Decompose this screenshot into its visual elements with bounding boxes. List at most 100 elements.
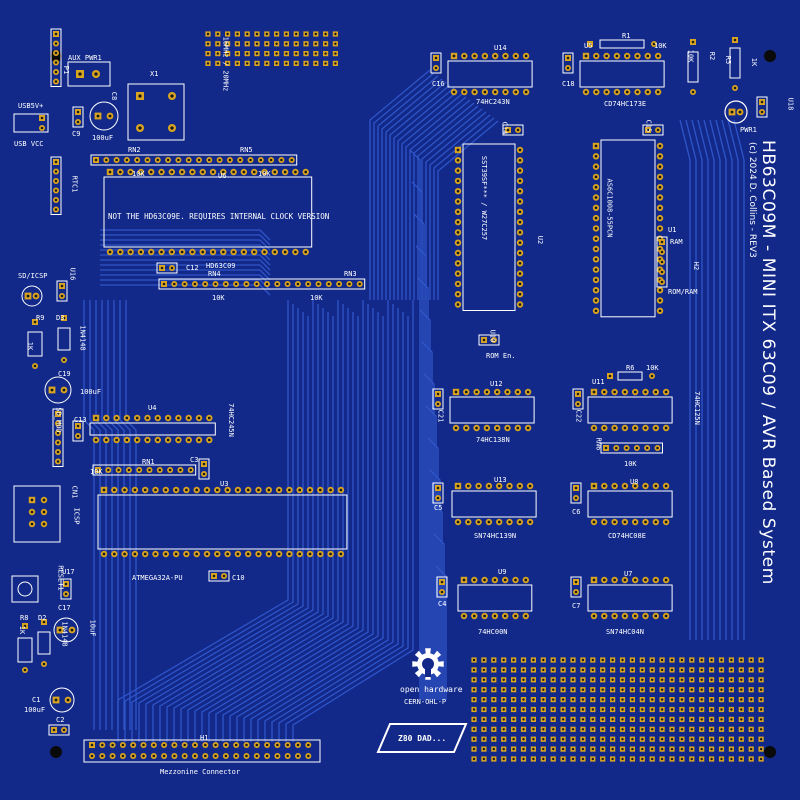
proto-pad-bottom-hole <box>522 718 525 721</box>
proto-pad-bottom-hole <box>631 658 634 662</box>
open-hardware-gear-notch <box>425 667 431 677</box>
c1-outline <box>49 687 75 713</box>
proto-pad-bottom-hole <box>542 757 545 761</box>
proto-pad-bottom-hole <box>601 718 604 721</box>
mid-trace <box>100 234 271 246</box>
label-r8-val: 1K <box>18 625 27 635</box>
pad-hole <box>524 54 528 58</box>
pad-hole <box>191 170 194 174</box>
proto-pad-bottom-hole <box>492 718 495 721</box>
pad-hole <box>691 40 695 44</box>
proto-pad-bottom-hole <box>740 718 743 721</box>
pad-hole <box>60 284 64 288</box>
proto-pad-bottom-hole <box>700 678 703 681</box>
pad-hole <box>615 54 619 58</box>
label-sd-mod: SD_MOD <box>54 407 63 433</box>
pad-hole <box>246 552 250 556</box>
pad-hole <box>483 578 486 582</box>
icsp-box <box>13 485 61 543</box>
proto-pad-bottom-hole <box>601 747 604 751</box>
proto-pad-bottom-hole <box>720 658 723 662</box>
pad-hole <box>104 438 108 442</box>
pad-hole <box>466 520 470 524</box>
pad-hole <box>456 200 460 203</box>
pad-hole <box>462 578 466 582</box>
bus-trace <box>236 308 374 742</box>
pad-hole <box>518 210 522 214</box>
pad-hole <box>646 128 650 132</box>
pad-hole <box>146 438 149 442</box>
cpu-warning-note: NOT THE HD63C09E. REQUIRES INTERNAL CLOC… <box>108 212 330 221</box>
pad-hole <box>602 484 606 488</box>
proto-pad-bottom-hole <box>641 718 644 721</box>
proto-pad-top-hole <box>206 52 210 55</box>
c17-outline <box>53 617 79 643</box>
pad-hole <box>436 402 440 406</box>
proto-pad-bottom-hole <box>472 728 476 731</box>
pad-hole <box>135 158 139 162</box>
addr-trace <box>377 75 439 300</box>
proto-pad-bottom-hole <box>591 757 594 761</box>
pad-hole <box>133 488 137 492</box>
pad-hole <box>221 170 225 174</box>
proto-pad-bottom-hole <box>512 688 515 691</box>
label-rn5-val: 10K <box>258 170 271 178</box>
pad-hole <box>236 552 240 556</box>
proto-pad-bottom-hole <box>660 728 664 731</box>
proto-pad-bottom-hole <box>660 747 664 751</box>
proto-pad-bottom-hole <box>759 668 763 672</box>
proto-pad-top-hole <box>206 32 210 36</box>
pad-hole <box>658 288 662 292</box>
proto-pad-bottom-hole <box>710 678 713 681</box>
proto-pad-bottom-hole <box>730 708 733 711</box>
u3-atmega32a-body <box>97 494 348 550</box>
pad-hole <box>487 484 491 488</box>
pad-hole <box>594 299 598 302</box>
pad-hole <box>255 282 258 286</box>
proto-pad-bottom-hole <box>670 708 674 711</box>
pad-hole <box>111 754 114 758</box>
c14-outline <box>502 124 524 136</box>
proto-pad-bottom-hole <box>710 738 713 741</box>
pad-hole <box>434 66 438 70</box>
proto-pad-bottom-hole <box>641 658 644 662</box>
pad-hole <box>452 90 456 94</box>
pad-hole <box>306 282 310 286</box>
proto-pad-bottom-hole <box>759 678 763 681</box>
proto-pad-bottom-hole <box>651 688 654 691</box>
proto-pad-bottom-hole <box>581 757 585 761</box>
proto-pad-bottom-hole <box>581 678 585 681</box>
label-c7: C7 <box>572 602 581 610</box>
proto-pad-bottom-hole <box>601 688 604 691</box>
h1-outline <box>83 739 321 763</box>
pad-hole <box>54 160 58 164</box>
proto-pad-bottom-hole <box>631 708 634 711</box>
pad-hole <box>102 552 106 556</box>
pad-hole <box>125 158 129 162</box>
pad-hole <box>495 390 499 394</box>
proto-pad-bottom-hole <box>670 698 674 701</box>
c22-outline <box>572 388 584 410</box>
proto-pad-bottom-hole <box>710 757 713 761</box>
label-rom-ram: ROM/RAM <box>668 288 698 296</box>
pad-hole <box>304 170 308 174</box>
pad-hole <box>456 303 460 306</box>
pad-hole <box>139 250 143 254</box>
proto-pad-top-hole <box>334 42 337 45</box>
addr-trace <box>425 111 487 300</box>
proto-pad-bottom-hole <box>542 698 545 701</box>
proto-pad-bottom-hole <box>680 738 684 741</box>
rn4-rn3-outline <box>158 278 366 290</box>
proto-pad-bottom-hole <box>651 708 654 711</box>
pad-hole <box>76 110 80 114</box>
pad-hole <box>60 294 64 298</box>
proto-pad-bottom-hole <box>532 757 535 761</box>
pad-hole <box>197 416 201 420</box>
pad-hole <box>483 90 487 94</box>
pad-hole <box>234 754 238 758</box>
pad-hole <box>602 426 606 430</box>
rn2-rn5-outline <box>90 154 298 166</box>
proto-pad-bottom-hole <box>680 658 684 662</box>
proto-pad-bottom-hole <box>542 708 545 711</box>
proto-pad-bottom-hole <box>581 698 585 701</box>
